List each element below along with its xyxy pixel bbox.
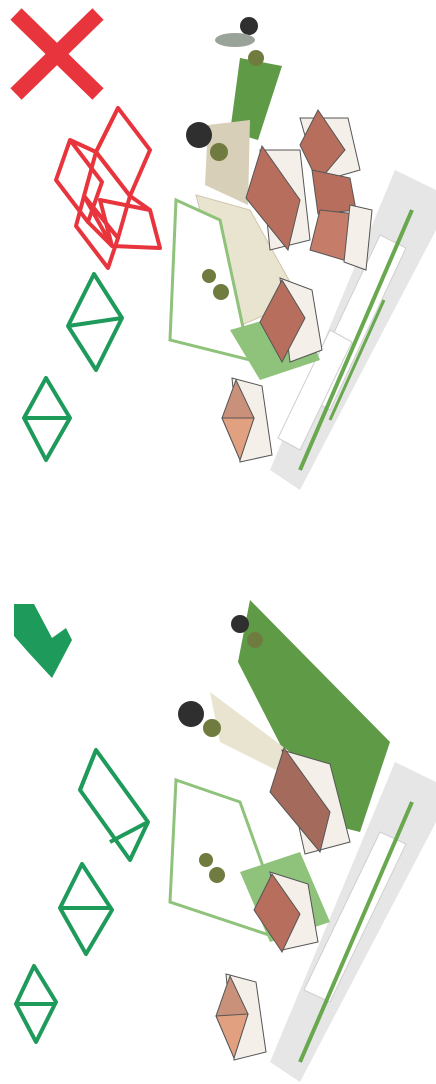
site-plan-open: [170, 600, 436, 1082]
good-example-panel: [0, 542, 436, 1084]
site-plan-dense: [170, 17, 436, 490]
good-example-diagram: [0, 542, 436, 1084]
house-massing-outline-icon: [16, 750, 148, 1042]
bad-example-diagram: [0, 0, 436, 542]
bad-example-panel: [0, 0, 436, 542]
house-massing-outline-icon: [24, 274, 122, 460]
dense-massing-outline-icon: [56, 108, 160, 268]
check-icon: [14, 604, 72, 678]
cross-icon: [16, 14, 98, 94]
